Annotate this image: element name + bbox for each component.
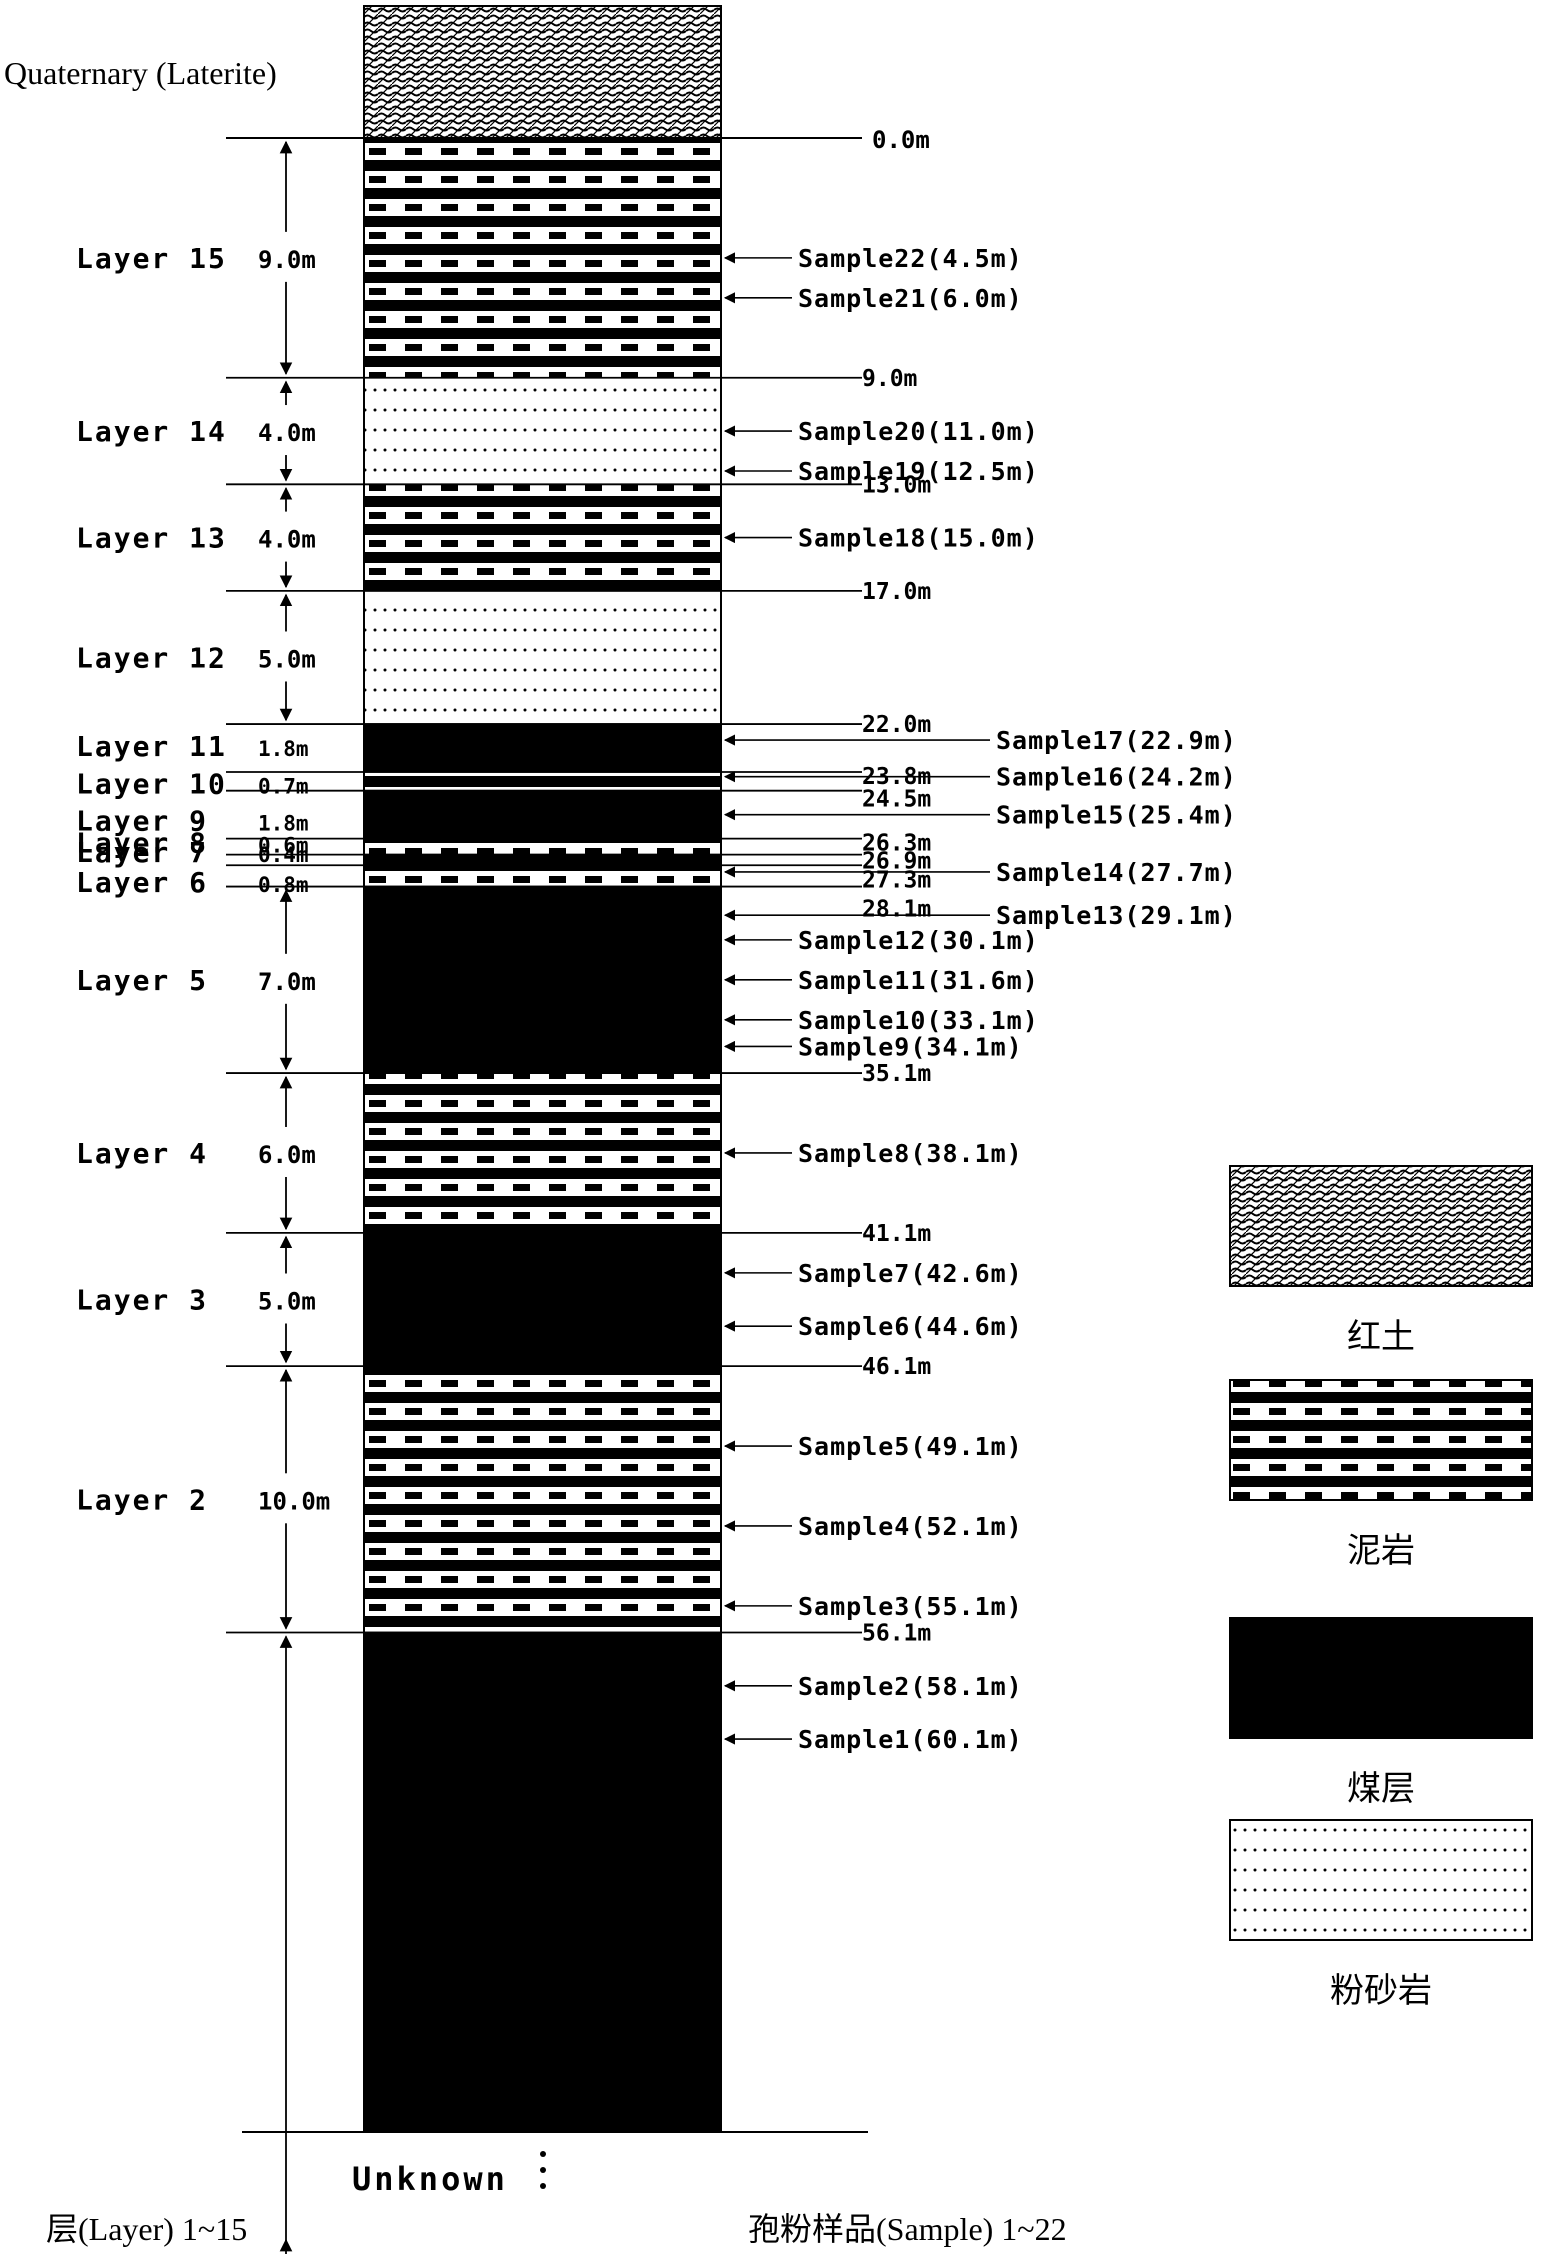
layer-band [363,853,722,867]
sample-markers: Sample22(4.5m) Sample21(6.0m) Sample20(11.… [723,244,1237,1754]
layer-band [363,864,722,888]
layer-name: Layer 9 [76,805,208,838]
layer-thickness: 9.0m [258,246,316,274]
sample-label: Sample16(24.2m) [996,763,1237,792]
sample-label: Sample1(60.1m) [798,1725,1023,1754]
sample-label: Sample18(15.0m) [798,524,1039,553]
legend-swatch-mudstone [1229,1379,1533,1501]
depth-label: 9.0m [862,366,917,392]
layer-thickness: 4.0m [258,526,316,554]
layer-band [363,483,722,592]
layer-band [363,885,722,1074]
layer-thickness: 10.0m [258,1487,330,1515]
layer-band [363,837,722,856]
depth-label: 26.3m [862,831,931,857]
layer-band [363,137,722,379]
layer-name: Layer 12 [76,641,227,674]
column-layers [363,137,722,2133]
sample-label: Sample9(34.1m) [798,1032,1023,1061]
legend-label-siltstone: 粉砂岩 [1330,1971,1432,2011]
footer-left: 层(Layer) 1~15 [46,2211,247,2247]
layer-name: Layer 14 [76,415,227,448]
layer-name: Layer 4 [76,1137,208,1170]
layer-thickness: 0.8m [258,873,309,897]
laterite-block [363,5,722,139]
legend-label-coal: 煤层 [1347,1769,1415,1809]
depth-label: 46.1m [862,1354,931,1380]
sample-label: Sample4(52.1m) [798,1512,1023,1541]
layer-thickness: 0.6m [258,834,309,858]
sample-label: Sample7(42.6m) [798,1259,1023,1288]
layer-band [363,1072,722,1234]
depth-label: 26.9m [862,849,931,875]
sample-label: Sample2(58.1m) [798,1672,1023,1701]
sample-label: Sample3(55.1m) [798,1592,1023,1621]
sample-label: Sample20(11.0m) [798,417,1039,446]
layer-thickness: 1.8m [258,737,309,761]
sample-label: Sample11(31.6m) [798,966,1039,995]
layer-band [363,771,722,792]
layer-name: Layer 8 [76,827,208,860]
sample-label: Sample19(12.5m) [798,457,1039,486]
sample-label: Sample8(38.1m) [798,1139,1023,1168]
layer-thickness: 5.0m [258,1288,316,1316]
depth-label: 35.1m [862,1061,931,1087]
header-label: Quaternary (Laterite) [4,55,277,91]
legend-swatch-coal [1229,1617,1533,1739]
sample-label: Sample22(4.5m) [798,244,1023,273]
layer-name: Layer 5 [76,964,208,997]
sample-label: Sample15(25.4m) [996,801,1237,830]
layer-thickness: 1.8m [258,812,309,836]
sample-label: Sample14(27.7m) [996,858,1237,887]
depth-label: 28.1m [862,897,931,923]
layer-band [363,590,722,725]
depth-label-top: 0.0m [872,126,930,154]
layer-thickness: 0.7m [258,774,309,798]
sample-label: Sample17(22.9m) [996,726,1237,755]
layer-thickness: 5.0m [258,645,316,673]
depth-label: 13.0m [862,472,931,498]
layer-name: Layer 13 [76,522,227,555]
layer-name: Layer 3 [76,1284,208,1317]
layer-band [363,1232,722,1367]
layer-band [363,1365,722,1634]
legend-swatch-siltstone [1229,1819,1533,1941]
sample-label: Sample21(6.0m) [798,284,1023,313]
sample-label: Sample6(44.6m) [798,1312,1023,1341]
depth-label: 24.5m [862,787,931,813]
continuation-dots [540,2151,546,2189]
layer-name: Layer 10 [76,767,227,800]
layer-thickness: 7.0m [258,968,316,996]
layer-name: Layer 6 [76,866,208,899]
depth-label: 41.1m [862,1221,931,1247]
layer-band [363,377,722,486]
sample-label: Sample12(30.1m) [798,926,1039,955]
footer-right: 孢粉样品(Sample) 1~22 [748,2211,1067,2247]
sample-label: Sample5(49.1m) [798,1432,1023,1461]
layer-band [363,1631,722,2133]
layer-band [363,789,722,840]
legend-swatch-laterite [1229,1165,1533,1287]
depth-label: 17.0m [862,579,931,605]
unknown-label: Unknown [352,2160,508,2198]
layer-name: Layer 2 [76,1483,208,1516]
legend-label-laterite: 红土 [1347,1317,1415,1357]
sample-label: Sample13(29.1m) [996,901,1237,930]
layer-name: Layer 15 [76,242,227,275]
layer-name: Layer 11 [76,730,227,763]
layer-name: Layer 7 [76,836,208,869]
depth-label: 22.0m [862,712,931,738]
layer-band [363,723,722,773]
layer-thickness: 4.0m [258,419,316,447]
sample-label: Sample10(33.1m) [798,1006,1039,1035]
legend-label-mudstone: 泥岩 [1347,1531,1415,1571]
layer-thickness: 6.0m [258,1141,316,1169]
depth-label: 56.1m [862,1621,931,1647]
